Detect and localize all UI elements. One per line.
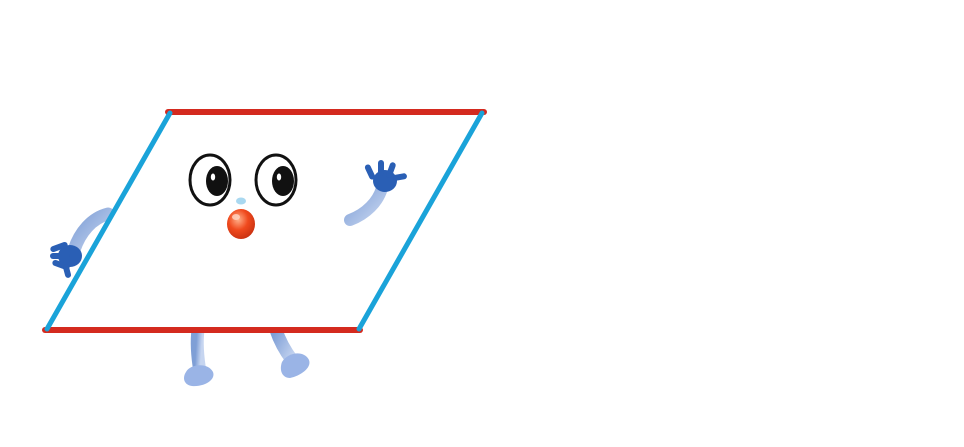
nose — [236, 197, 246, 205]
left-side — [44, 110, 173, 332]
right-arm — [344, 160, 407, 226]
right-leg — [269, 323, 310, 378]
left-hand — [50, 241, 82, 278]
right-hand — [364, 160, 407, 192]
face — [188, 153, 298, 239]
left-eye — [188, 153, 232, 207]
parallelogram-body — [42, 109, 487, 333]
right-foot — [280, 353, 310, 378]
mouth — [227, 209, 255, 239]
right-side — [356, 110, 485, 332]
right-eye — [254, 153, 298, 207]
left-arm — [50, 207, 115, 278]
left-leg — [184, 323, 214, 387]
left-foot — [184, 365, 214, 387]
